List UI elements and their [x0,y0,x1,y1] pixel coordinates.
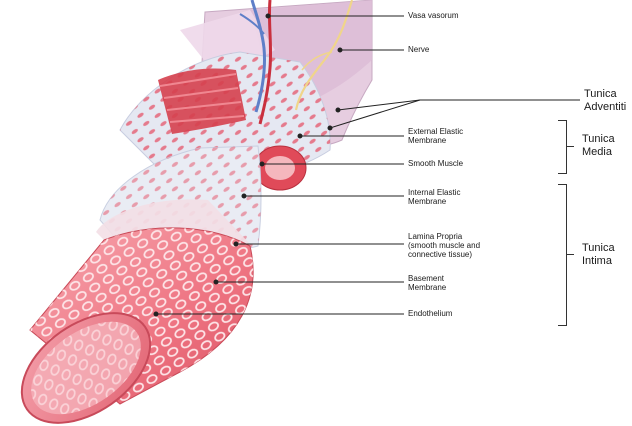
bracket-tunica-media [558,120,567,174]
label-lamina-propria-line-1: Lamina Propria [408,232,480,241]
label-endothelium: Endothelium [408,309,452,318]
group-media-line-1: Tunica [582,133,615,146]
label-smooth-muscle: Smooth Muscle [408,159,463,168]
label-external-elastic-line-1: External Elastic [408,127,463,136]
label-basement-line-2: Membrane [408,283,446,292]
label-vasa-vasorum: Vasa vasorum [408,11,459,20]
group-media-line-2: Media [582,146,615,159]
label-internal-elastic-line-2: Membrane [408,197,460,206]
label-internal-elastic-line-1: Internal Elastic [408,188,460,197]
label-lamina-propria: Lamina Propria (smooth muscle and connec… [408,232,480,259]
label-internal-elastic-membrane: Internal Elastic Membrane [408,188,460,206]
label-external-elastic-line-2: Membrane [408,136,463,145]
label-basement-line-1: Basement [408,274,446,283]
label-external-elastic-membrane: External Elastic Membrane [408,127,463,145]
label-lamina-propria-line-3: connective tissue) [408,250,480,259]
bracket-tunica-intima [558,184,567,326]
endothelium-tube [2,228,253,426]
bracket-tunica-intima-tick [566,254,574,255]
bracket-tunica-media-tick [566,146,574,147]
group-intima-line-1: Tunica [582,242,615,255]
label-basement-membrane: Basement Membrane [408,274,446,292]
group-adventitia-line-2: Adventiti [584,101,626,114]
label-nerve: Nerve [408,45,429,54]
group-adventitia-line-1: Tunica [584,88,626,101]
group-tunica-adventitia: Tunica Adventiti [584,88,626,114]
group-intima-line-2: Intima [582,255,615,268]
group-tunica-media: Tunica Media [582,133,615,159]
label-lamina-propria-line-2: (smooth muscle and [408,241,480,250]
group-tunica-intima: Tunica Intima [582,242,615,268]
